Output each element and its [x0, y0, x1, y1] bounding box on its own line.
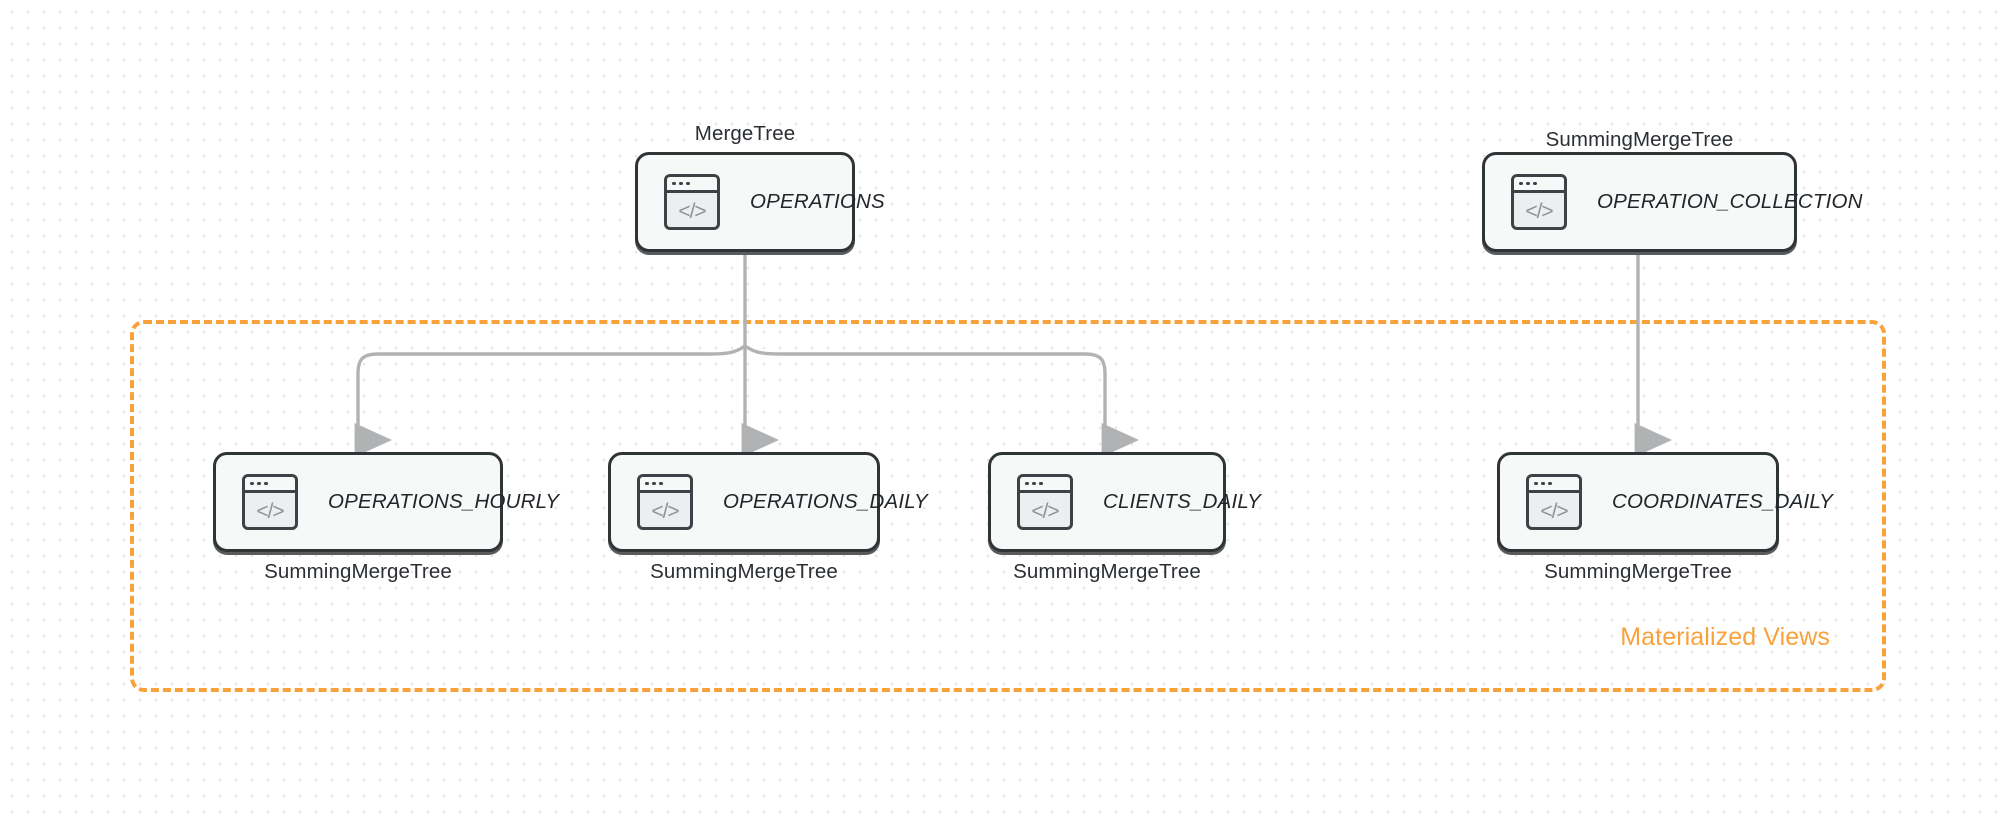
icon-titlebar: [1529, 477, 1579, 493]
node-title: OPERATION_COLLECTION: [1597, 190, 1863, 213]
icon-window-dots: [1519, 181, 1537, 186]
node-operations-hourly[interactable]: </> OPERATIONS_HOURLY: [213, 452, 559, 552]
node-coordinates-daily[interactable]: </> COORDINATES_DAILY: [1497, 452, 1833, 552]
node-title: OPERATIONS_DAILY: [723, 490, 928, 513]
icon-window-dots: [1534, 481, 1552, 486]
code-window-icon: </>: [1511, 174, 1567, 230]
code-window-icon: </>: [664, 174, 720, 230]
icon-window-dots: [250, 481, 268, 486]
icon-titlebar: [1020, 477, 1070, 493]
node-title: COORDINATES_DAILY: [1612, 490, 1833, 513]
icon-code-glyph: </>: [678, 199, 706, 223]
engine-label-operations-daily: SummingMergeTree: [650, 560, 838, 583]
edge-operations-to-clients-daily: [743, 344, 1139, 458]
code-window-icon: </>: [637, 474, 693, 530]
icon-code-glyph: </>: [1031, 499, 1059, 523]
node-operations-daily[interactable]: </> OPERATIONS_DAILY: [608, 452, 928, 552]
engine-label-operations-hourly: SummingMergeTree: [264, 560, 452, 583]
engine-label-clients-daily: SummingMergeTree: [1013, 560, 1201, 583]
icon-titlebar: [245, 477, 295, 493]
icon-code-glyph: </>: [1525, 199, 1553, 223]
engine-label-coordinates-daily: SummingMergeTree: [1544, 560, 1732, 583]
icon-titlebar: [667, 177, 717, 193]
node-operation-collection[interactable]: </> OPERATION_COLLECTION: [1482, 152, 1862, 252]
icon-window-dots: [1025, 481, 1043, 486]
code-window-icon: </>: [242, 474, 298, 530]
node-title: CLIENTS_DAILY: [1103, 490, 1261, 513]
icon-code-glyph: </>: [651, 499, 679, 523]
icon-window-dots: [645, 481, 663, 486]
icon-code-glyph: </>: [256, 499, 284, 523]
icon-window-dots: [672, 181, 690, 186]
icon-titlebar: [1514, 177, 1564, 193]
icon-code-glyph: </>: [1540, 499, 1568, 523]
engine-label-operations: MergeTree: [694, 122, 796, 145]
node-clients-daily[interactable]: </> CLIENTS_DAILY: [988, 452, 1261, 552]
node-title: OPERATIONS: [750, 190, 885, 213]
engine-label-operation-collection: SummingMergeTree: [1545, 128, 1734, 151]
code-window-icon: </>: [1017, 474, 1073, 530]
code-window-icon: </>: [1526, 474, 1582, 530]
icon-titlebar: [640, 477, 690, 493]
node-title: OPERATIONS_HOURLY: [328, 490, 560, 513]
node-operations[interactable]: </> OPERATIONS: [635, 152, 885, 252]
edge-operations-to-operations-hourly: [354, 344, 747, 458]
